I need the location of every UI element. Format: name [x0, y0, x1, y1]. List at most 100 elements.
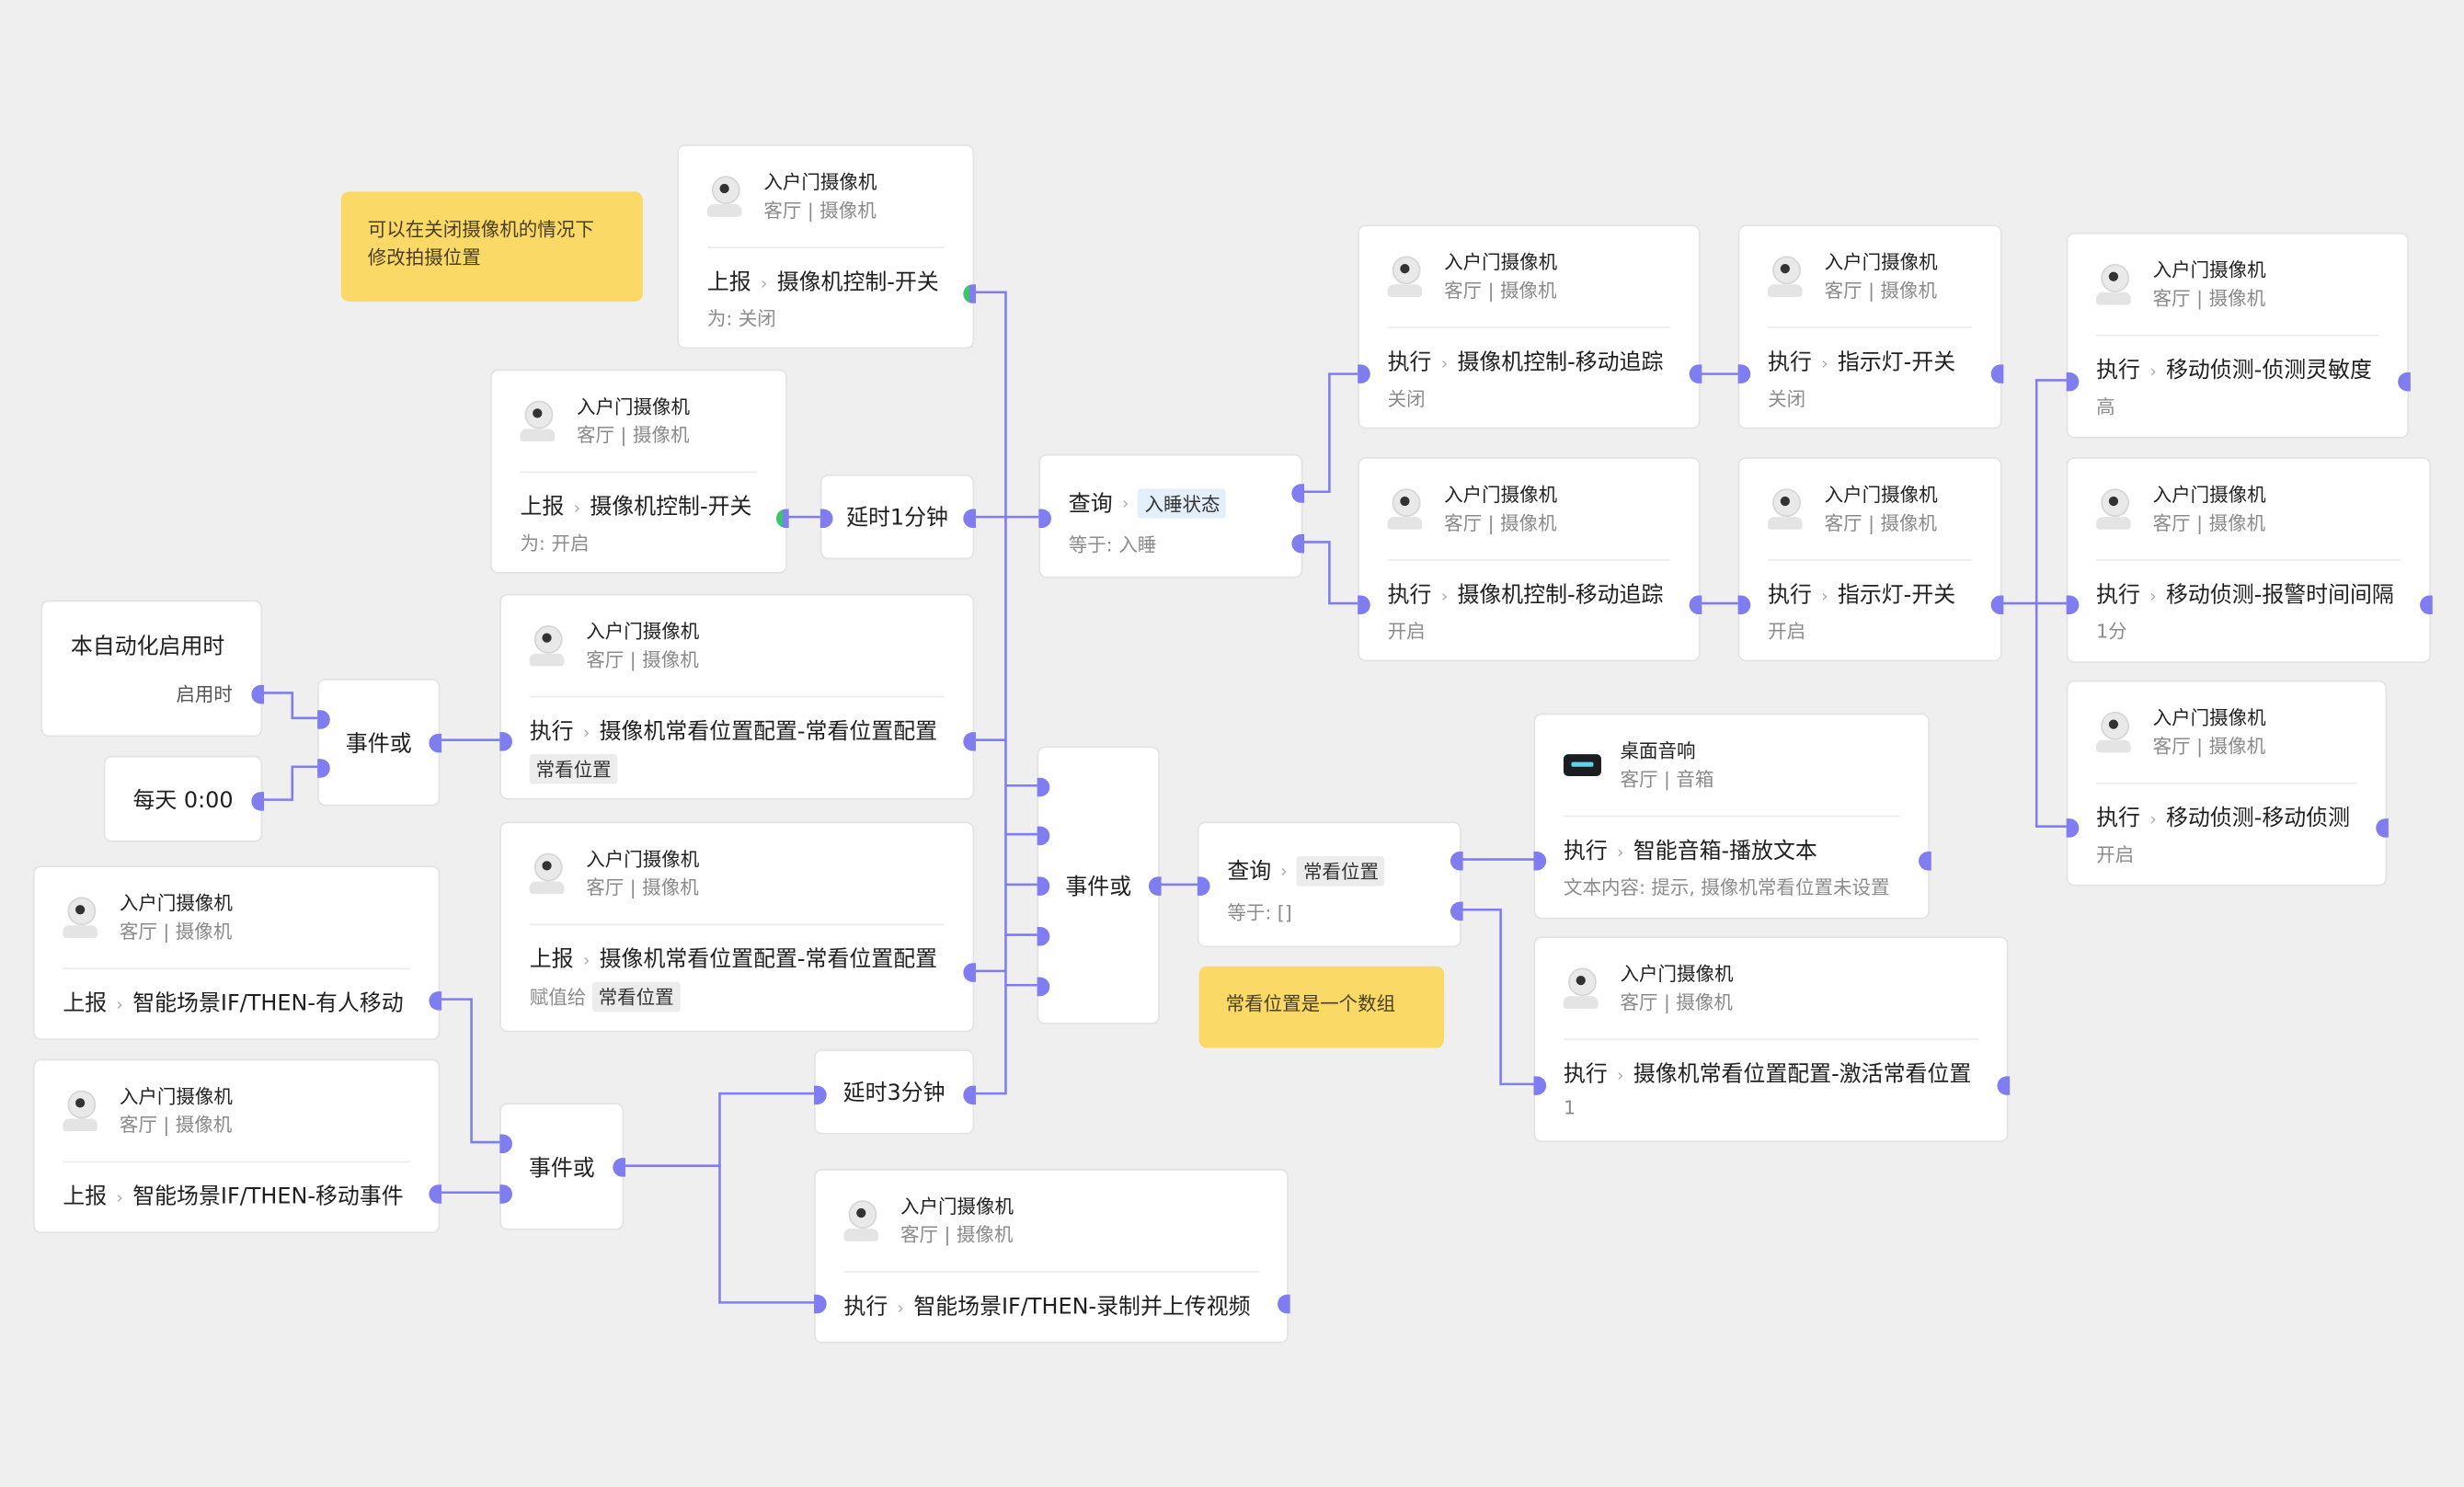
device-room: 客厅 | 摄像机 [1824, 280, 1938, 303]
input-port[interactable] [814, 1085, 827, 1105]
output-port[interactable] [1990, 364, 2004, 383]
input-port[interactable] [1037, 927, 1050, 946]
node-exec-fav-config[interactable]: 入户门摄像机客厅 | 摄像机 执行›摄像机常看位置配置-常看位置配置 常看位置 [499, 593, 976, 800]
chevron-right-icon: › [116, 1187, 123, 1208]
output-port[interactable] [1997, 1076, 2011, 1095]
node-delay-3min[interactable]: 延时3分钟 [814, 1049, 976, 1135]
input-port[interactable] [819, 509, 833, 529]
node-event-or-2[interactable]: 事件或 [499, 1103, 625, 1230]
node-report-camera-off[interactable]: 入户门摄像机客厅 | 摄像机 上报›摄像机控制-开关 为: 关闭 [677, 144, 976, 349]
node-report-fav-config[interactable]: 入户门摄像机客厅 | 摄像机 上报›摄像机常看位置配置-常看位置配置 赋值给 常… [499, 821, 976, 1033]
node-exec-led-on[interactable]: 入户门摄像机客厅 | 摄像机 执行›指示灯-开关 开启 [1737, 457, 2004, 662]
output-port[interactable] [429, 991, 442, 1011]
input-port[interactable] [1737, 595, 1751, 615]
output-port[interactable] [963, 284, 976, 303]
output-port[interactable] [775, 509, 789, 529]
output-port[interactable] [1278, 1294, 1290, 1314]
node-exec-track-on[interactable]: 入户门摄像机客厅 | 摄像机 执行›摄像机控制-移动追踪 开启 [1358, 457, 1702, 662]
delay-label: 延时1分钟 [846, 506, 948, 532]
note-camera-position: 可以在关闭摄像机的情况下 修改拍摄位置 [340, 191, 643, 303]
node-daily-trigger[interactable]: 每天 0:00 [103, 755, 265, 842]
node-report-motion-person[interactable]: 入户门摄像机客厅 | 摄像机 上报›智能场景IF/THEN-有人移动 [32, 865, 442, 1041]
or-label: 事件或 [345, 731, 412, 757]
input-port[interactable] [1533, 1076, 1547, 1095]
node-exec-speaker-tts[interactable]: 桌面音响客厅 | 音箱 执行›智能音箱-播放文本 文本内容: 提示, 摄像机常看… [1533, 713, 1931, 920]
output-port[interactable] [613, 1158, 625, 1177]
input-port[interactable] [1037, 826, 1050, 846]
action-detail: 1 [1563, 1096, 1576, 1119]
output-port[interactable] [2398, 372, 2411, 392]
input-port[interactable] [2066, 818, 2080, 838]
input-port[interactable] [1038, 509, 1051, 529]
output-port[interactable] [963, 509, 976, 529]
output-port[interactable] [1990, 595, 2004, 615]
wire [2034, 379, 2070, 604]
chevron-right-icon: › [2149, 808, 2157, 830]
input-port[interactable] [2066, 372, 2080, 392]
output-port-false[interactable] [1291, 533, 1305, 554]
input-port[interactable] [814, 1294, 827, 1314]
output-port[interactable] [1148, 876, 1162, 896]
input-port[interactable] [317, 759, 330, 778]
input-port[interactable] [499, 1184, 512, 1204]
output-port[interactable] [429, 733, 442, 753]
node-query-fav[interactable]: 查询›常看位置 等于: [] [1197, 821, 1463, 948]
output-port-false[interactable] [1450, 901, 1463, 921]
node-exec-detect[interactable]: 入户门摄像机客厅 | 摄像机 执行›移动侦测-移动侦测 开启 [2066, 680, 2389, 886]
input-port[interactable] [1737, 364, 1751, 383]
output-port[interactable] [963, 732, 976, 751]
output-port[interactable] [963, 963, 976, 982]
device-name: 入户门摄像机 [1444, 484, 1558, 507]
output-port[interactable] [251, 684, 265, 704]
input-port[interactable] [1037, 876, 1050, 896]
device-header: 入户门摄像机客厅 | 摄像机 [1768, 226, 1973, 329]
action-name: 摄像机控制-移动追踪 [1457, 349, 1664, 376]
output-port-true[interactable] [1291, 484, 1305, 503]
node-delay-1min[interactable]: 延时1分钟 [819, 474, 976, 560]
output-port[interactable] [963, 1085, 976, 1105]
node-exec-sensitivity[interactable]: 入户门摄像机客厅 | 摄像机 执行›移动侦测-侦测灵敏度 高 [2066, 232, 2411, 439]
node-automation-start[interactable]: 本自动化启用时 启用时 [40, 600, 265, 738]
input-port[interactable] [1197, 876, 1210, 896]
input-port[interactable] [317, 710, 330, 729]
output-port[interactable] [251, 792, 265, 811]
action-name: 智能场景IF/THEN-录制并上传视频 [913, 1294, 1251, 1321]
output-port[interactable] [1689, 364, 1702, 383]
output-port-true[interactable] [1450, 852, 1463, 871]
input-port[interactable] [1358, 595, 1370, 615]
input-port[interactable] [1533, 852, 1547, 871]
output-port[interactable] [2376, 818, 2389, 838]
input-port[interactable] [1037, 977, 1050, 997]
node-exec-track-off[interactable]: 入户门摄像机客厅 | 摄像机 执行›摄像机控制-移动追踪 关闭 [1358, 224, 1702, 429]
wire [968, 291, 1007, 1095]
chevron-right-icon: › [582, 950, 590, 971]
output-port[interactable] [1919, 852, 1931, 871]
action-kind: 上报 [63, 991, 108, 1017]
node-report-motion-event[interactable]: 入户门摄像机客厅 | 摄像机 上报›智能场景IF/THEN-移动事件 [32, 1058, 442, 1234]
device-name: 入户门摄像机 [1444, 251, 1558, 274]
device-room: 客厅 | 摄像机 [119, 921, 233, 944]
device-room: 客厅 | 摄像机 [1620, 991, 1733, 1013]
input-port[interactable] [2066, 595, 2080, 615]
node-event-or-3[interactable]: 事件或 [1037, 746, 1162, 1024]
action-kind: 执行 [843, 1294, 888, 1321]
node-exec-record[interactable]: 入户门摄像机客厅 | 摄像机 执行›智能场景IF/THEN-录制并上传视频 [814, 1169, 1290, 1344]
node-exec-led-off[interactable]: 入户门摄像机客厅 | 摄像机 执行›指示灯-开关 关闭 [1737, 224, 2004, 429]
node-event-or-1[interactable]: 事件或 [317, 679, 442, 806]
trigger-port-label: 启用时 [176, 683, 233, 706]
input-port[interactable] [1358, 364, 1370, 383]
input-port[interactable] [499, 732, 512, 751]
chevron-right-icon: › [2149, 360, 2157, 383]
output-port[interactable] [2420, 595, 2433, 615]
node-exec-activate-fav[interactable]: 入户门摄像机客厅 | 摄像机 执行›摄像机常看位置配置-激活常看位置 1 [1533, 936, 2011, 1143]
output-port[interactable] [1689, 595, 1702, 615]
chevron-right-icon: › [2149, 586, 2157, 607]
input-port[interactable] [1037, 777, 1050, 797]
input-port[interactable] [499, 1134, 512, 1154]
node-report-camera-on[interactable]: 入户门摄像机客厅 | 摄像机 上报›摄像机控制-开关 为: 开启 [490, 369, 789, 574]
action-name: 移动侦测-侦测灵敏度 [2166, 358, 2372, 383]
device-room: 客厅 | 摄像机 [900, 1223, 1014, 1246]
node-query-sleep[interactable]: 查询›入睡状态 等于: 入睡 [1038, 453, 1305, 578]
output-port[interactable] [429, 1184, 442, 1204]
node-exec-interval[interactable]: 入户门摄像机客厅 | 摄像机 执行›移动侦测-报警时间间隔 1分 [2066, 457, 2433, 663]
